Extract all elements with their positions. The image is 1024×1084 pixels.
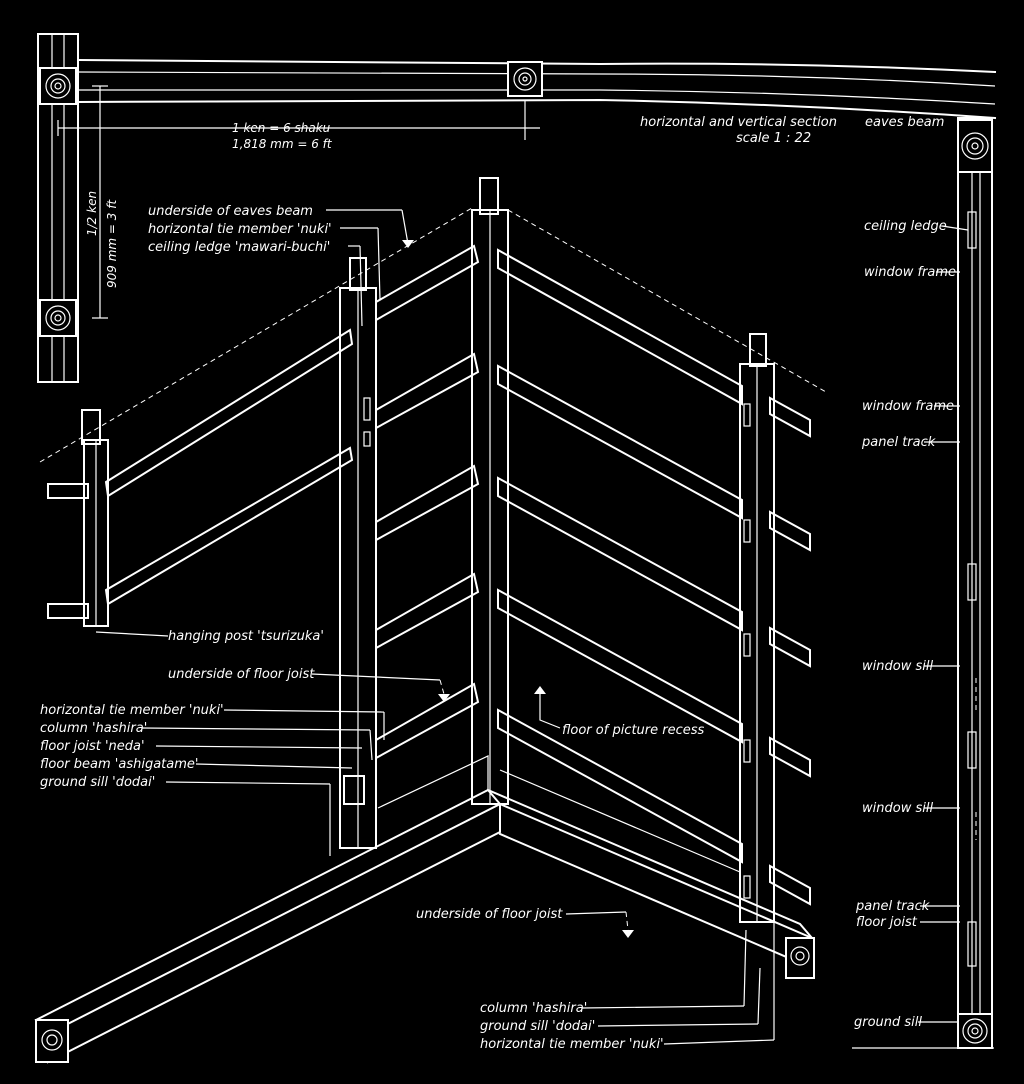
dim-vertical-2: 909 mm = 3 ft	[105, 199, 119, 288]
corner-column	[471, 177, 509, 805]
section-label-floor-joist: floor joist	[856, 915, 918, 930]
label-ground-sill-front: ground sill 'dodai'	[480, 1019, 595, 1034]
section-label-panel-track-2: panel track	[855, 899, 930, 914]
label-eaves-underside: underside of eaves beam	[148, 204, 313, 219]
label-column-front: column 'hashira'	[480, 1001, 587, 1016]
section-label-window-sill-1: window sill	[862, 659, 933, 674]
section-label-window-sill-2: window sill	[862, 801, 933, 816]
ground-sill-left	[34, 788, 502, 1064]
section-sill-end	[957, 1013, 993, 1049]
dim-vertical-1: 1/2 ken	[85, 191, 99, 236]
nuki-protrusions	[769, 396, 811, 906]
beams-left-span	[104, 328, 354, 606]
plan-eaves-beam	[76, 58, 997, 74]
label-nuki-front: horizontal tie member 'nuki'	[480, 1037, 664, 1052]
label-nuki-top: horizontal tie member 'nuki'	[148, 222, 332, 237]
plan-column-end-3	[39, 299, 77, 337]
label-picture-recess: floor of picture recess	[562, 723, 705, 738]
plan-column-end-1	[39, 67, 77, 105]
section-label-ceiling-ledge: ceiling ledge	[864, 219, 947, 234]
section-label-panel-track-1: panel track	[861, 435, 936, 450]
section-member	[957, 117, 993, 1049]
iso-labels: underside of eaves beam horizontal tie m…	[40, 204, 775, 1052]
drawing-title-line-1: horizontal and vertical section	[640, 115, 837, 130]
label-hanging-post: hanging post 'tsurizuka'	[168, 629, 324, 644]
nuki-left-wall	[375, 244, 480, 760]
label-column: column 'hashira'	[40, 721, 147, 736]
hanging-post-tsurizuka	[47, 409, 109, 627]
dim-horizontal-1: 1 ken = 6 shaku	[232, 121, 331, 135]
label-ceiling-ledge: ceiling ledge 'mawari-buchi'	[148, 240, 330, 255]
dim-horizontal-2: 1,818 mm = 6 ft	[232, 137, 333, 151]
section-label-window-frame-1: window frame	[864, 265, 956, 280]
label-floor-joist-underside-1: underside of floor joist	[168, 667, 315, 682]
plan-column-end-2	[507, 61, 543, 97]
isometric-frame	[34, 177, 827, 1064]
drawing-title-line-2: scale 1 : 22	[736, 131, 811, 146]
plan-section: 1 ken = 6 shaku 1,818 mm = 6 ft 1/2 ken …	[37, 33, 997, 383]
label-floor-beam: floor beam 'ashigatame'	[40, 757, 198, 772]
section-label-eaves-beam: eaves beam	[865, 115, 944, 130]
plan-vertical-member	[37, 33, 79, 383]
vertical-section: eaves beam ceiling ledge window frame wi…	[852, 115, 994, 1049]
left-column	[339, 257, 377, 849]
label-floor-joist: floor joist 'neda'	[40, 739, 145, 754]
label-ground-sill: ground sill 'dodai'	[40, 775, 155, 790]
section-label-ground-sill: ground sill	[854, 1015, 922, 1030]
right-column	[739, 333, 775, 923]
label-nuki-lower: horizontal tie member 'nuki'	[40, 703, 224, 718]
ground-sill-right	[486, 788, 815, 979]
section-eaves-end	[957, 119, 993, 173]
nuki-right-wall	[497, 248, 743, 864]
label-floor-joist-underside-2: underside of floor joist	[416, 907, 563, 922]
section-label-window-frame-2: window frame	[862, 399, 954, 414]
